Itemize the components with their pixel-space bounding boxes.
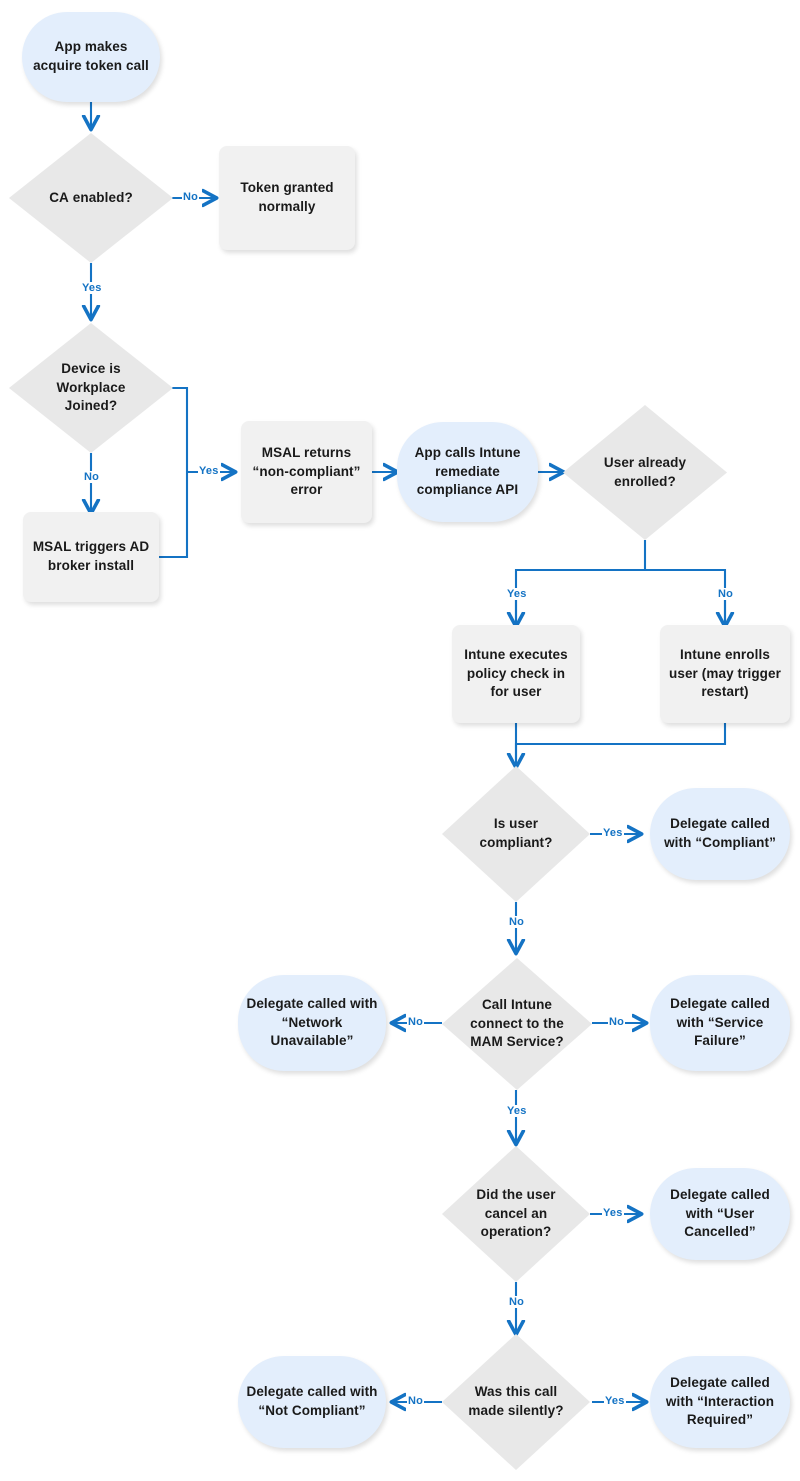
edge-label-mam-yes: Yes <box>506 1105 528 1117</box>
node-call-mam-label: Call Intune connect to the MAM Service? <box>470 997 564 1050</box>
node-ca-enabled-label-rest: enabled? <box>68 189 133 205</box>
node-silent-call[interactable]: Was this call made silently? <box>442 1334 590 1470</box>
edge-label-silent-no: No <box>407 1395 425 1407</box>
node-delegate-network-unavailable-label: Delegate called with “Network Unavailabl… <box>246 996 378 1049</box>
node-intune-enrolls[interactable]: Intune enrolls user (may trigger restart… <box>660 625 790 723</box>
node-silent-call-label: Was this call made silently? <box>468 1384 564 1418</box>
node-delegate-compliant[interactable]: Delegate called with “Compliant” <box>650 788 790 880</box>
node-delegate-user-cancelled-label: Delegate called with “User Cancelled” <box>670 1187 770 1240</box>
edge-label-enrolled-yes: Yes <box>506 588 528 600</box>
node-is-compliant-label: Is user compliant? <box>479 816 553 850</box>
node-token-granted-label: Token granted normally <box>240 180 334 214</box>
edge-label-ca-no: No <box>182 191 200 203</box>
edge-label-compliant-no: No <box>508 916 526 928</box>
node-app-calls-intune-label: App calls Intune remediate compliance AP… <box>414 445 521 498</box>
node-start-label: App makes acquire token call <box>33 39 149 73</box>
node-workplace-joined-label: Device is Workplace Joined? <box>56 361 126 414</box>
node-ca-enabled-label: CA enabled? <box>33 189 148 208</box>
node-ca-enabled-label-bold: CA <box>49 189 69 205</box>
edge-label-enrolled-no: No <box>717 588 735 600</box>
edge-label-mam-no-left: No <box>407 1016 425 1028</box>
edge-label-mam-no-right: No <box>608 1016 626 1028</box>
node-user-cancel[interactable]: Did the user cancel an operation? <box>442 1146 590 1282</box>
node-msal-noncompliant-label: MSAL returns “non-compliant” error <box>252 445 361 498</box>
edge-label-compliant-yes: Yes <box>602 827 624 839</box>
node-is-compliant[interactable]: Is user compliant? <box>442 766 590 902</box>
node-delegate-interaction-required-label: Delegate called with “Interaction Requir… <box>665 1375 775 1428</box>
edge-label-wpj-yes: Yes <box>198 465 220 477</box>
node-user-cancel-label: Did the user cancel an operation? <box>476 1187 556 1240</box>
edge-label-wpj-no: No <box>83 471 101 483</box>
edge-label-cancel-yes: Yes <box>602 1207 624 1219</box>
node-msal-noncompliant[interactable]: MSAL returns “non-compliant” error <box>241 421 372 523</box>
node-policy-check-label: Intune executes policy check in for user <box>464 647 568 700</box>
node-token-granted[interactable]: Token granted normally <box>219 146 355 250</box>
node-policy-check[interactable]: Intune executes policy check in for user <box>452 625 580 723</box>
node-broker-install[interactable]: MSAL triggers AD broker install <box>23 512 159 602</box>
node-broker-install-label: MSAL triggers AD broker install <box>32 539 150 573</box>
node-delegate-interaction-required[interactable]: Delegate called with “Interaction Requir… <box>650 1356 790 1448</box>
node-delegate-not-compliant[interactable]: Delegate called with “Not Compliant” <box>238 1356 386 1448</box>
node-user-enrolled-label: User already enrolled? <box>603 454 687 489</box>
edge-label-cancel-no: No <box>508 1296 526 1308</box>
node-delegate-compliant-label: Delegate called with “Compliant” <box>664 816 776 850</box>
node-ca-enabled[interactable]: CA enabled? <box>9 133 173 263</box>
node-app-calls-intune[interactable]: App calls Intune remediate compliance AP… <box>397 422 538 522</box>
node-delegate-service-failure[interactable]: Delegate called with “Service Failure” <box>650 975 790 1071</box>
edge-label-ca-yes: Yes <box>81 282 103 294</box>
node-user-enrolled[interactable]: User already enrolled? <box>563 405 727 540</box>
node-delegate-network-unavailable[interactable]: Delegate called with “Network Unavailabl… <box>238 975 386 1071</box>
edge-label-silent-yes: Yes <box>604 1395 626 1407</box>
node-call-mam[interactable]: Call Intune connect to the MAM Service? <box>442 958 592 1090</box>
node-start[interactable]: App makes acquire token call <box>22 12 160 102</box>
node-delegate-not-compliant-label: Delegate called with “Not Compliant” <box>246 1384 378 1418</box>
node-delegate-user-cancelled[interactable]: Delegate called with “User Cancelled” <box>650 1168 790 1260</box>
node-delegate-service-failure-label: Delegate called with “Service Failure” <box>670 996 770 1049</box>
node-intune-enrolls-label: Intune enrolls user (may trigger restart… <box>669 647 781 700</box>
node-workplace-joined[interactable]: Device is Workplace Joined? <box>9 323 173 453</box>
